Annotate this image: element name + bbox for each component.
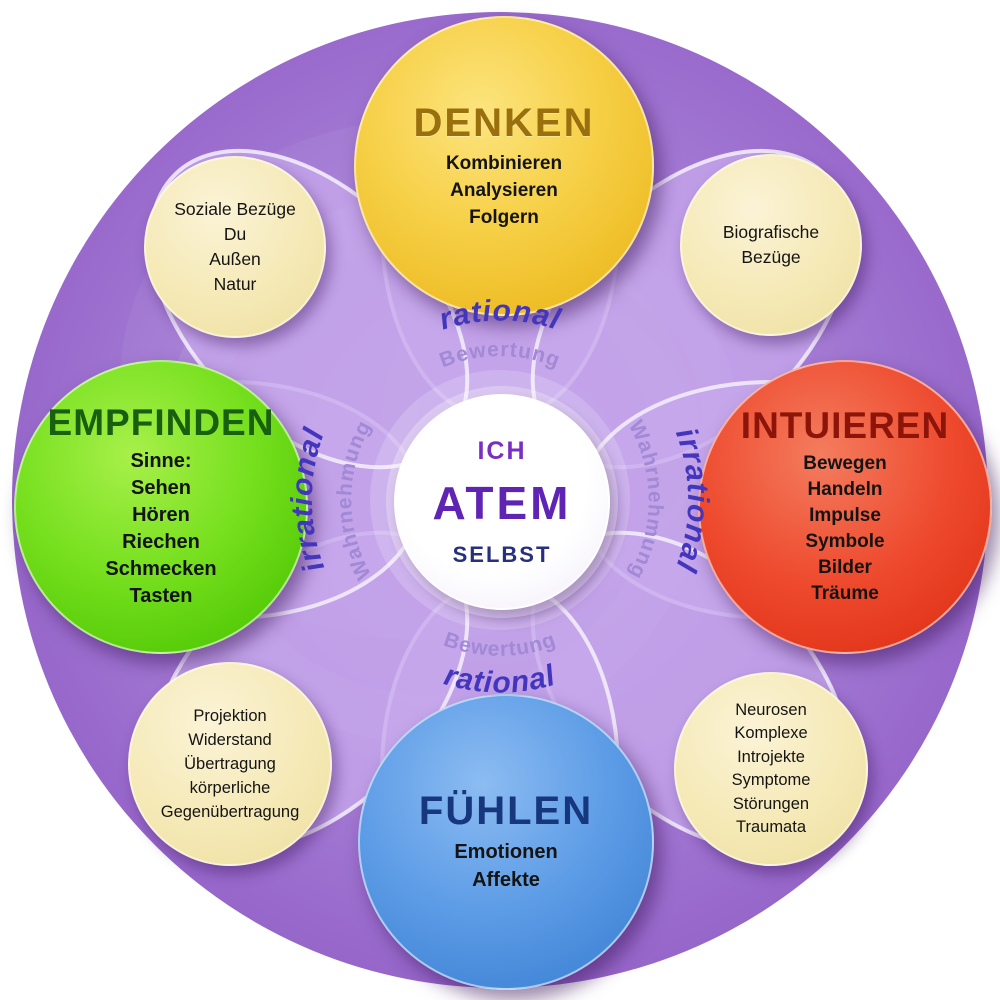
satellite-item: Komplexe — [734, 724, 808, 742]
satellite-item: Gegenübertragung — [160, 803, 300, 821]
node-denken-title: DENKEN — [413, 100, 595, 145]
satellite-item: Traumata — [736, 818, 806, 836]
satellite-item: Symptome — [731, 771, 811, 789]
node-item: Emotionen — [454, 841, 558, 863]
satellite-bottom-right: Neurosen Komplexe Introjekte Symptome St… — [674, 672, 868, 866]
satellite-bottom-left: Projektion Widerstand Übertragung körper… — [128, 662, 332, 866]
node-item: Sehen — [130, 477, 192, 500]
center-selbst-label: SELBST — [452, 541, 552, 567]
node-item: Hören — [132, 504, 190, 527]
center-atem-label: ATEM — [432, 476, 572, 529]
node-denken: DENKEN Kombinieren Analysieren Folgern — [354, 16, 654, 316]
node-item: Handeln — [807, 479, 883, 501]
satellite-item: Soziale Bezüge — [174, 199, 296, 219]
node-item: Folgern — [469, 206, 539, 228]
node-fuehlen: FÜHLEN Emotionen Affekte — [358, 694, 654, 990]
satellite-item: Biografische — [722, 222, 820, 242]
satellite-item: Widerstand — [188, 731, 272, 749]
node-item: Kombinieren — [445, 152, 563, 174]
satellite-item: Introjekte — [737, 747, 805, 766]
node-item: Träume — [811, 583, 879, 605]
node-item: Symbole — [805, 531, 885, 553]
satellite-item: Natur — [213, 274, 257, 294]
satellite-top-right: Biografische Bezüge — [680, 154, 862, 336]
satellite-item: körperliche — [189, 779, 271, 797]
satellite-item: Störungen — [732, 794, 810, 813]
node-item: Sinne: — [130, 450, 192, 473]
node-intuieren: INTUIEREN Bewegen Handeln Impulse Symbol… — [698, 360, 992, 654]
node-item: Impulse — [809, 505, 881, 527]
node-item: Riechen — [122, 531, 200, 554]
node-item: Analysieren — [450, 179, 558, 201]
node-item: Bilder — [818, 557, 872, 579]
node-fuehlen-title: FÜHLEN — [418, 789, 594, 833]
node-item: Tasten — [129, 585, 193, 608]
node-empfinden-title: EMPFINDEN — [47, 401, 275, 443]
center-ich-label: ICH — [477, 436, 527, 465]
node-center: ICH ATEM SELBST — [394, 394, 610, 610]
satellite-item: Du — [223, 224, 247, 244]
node-item: Bewegen — [803, 453, 887, 475]
satellite-item: Übertragung — [184, 755, 276, 773]
satellite-top-left: Soziale Bezüge Du Außen Natur — [144, 156, 326, 338]
satellite-item: Projektion — [193, 707, 267, 725]
node-intuieren-title: INTUIEREN — [740, 404, 950, 446]
node-item: Schmecken — [105, 558, 217, 581]
satellite-item: Außen — [209, 249, 261, 269]
node-item: Affekte — [472, 869, 540, 891]
satellite-item: Bezüge — [741, 247, 801, 267]
node-empfinden: EMPFINDEN Sinne: Sehen Hören Riechen Sch… — [14, 360, 308, 654]
satellite-item: Neurosen — [735, 700, 807, 719]
